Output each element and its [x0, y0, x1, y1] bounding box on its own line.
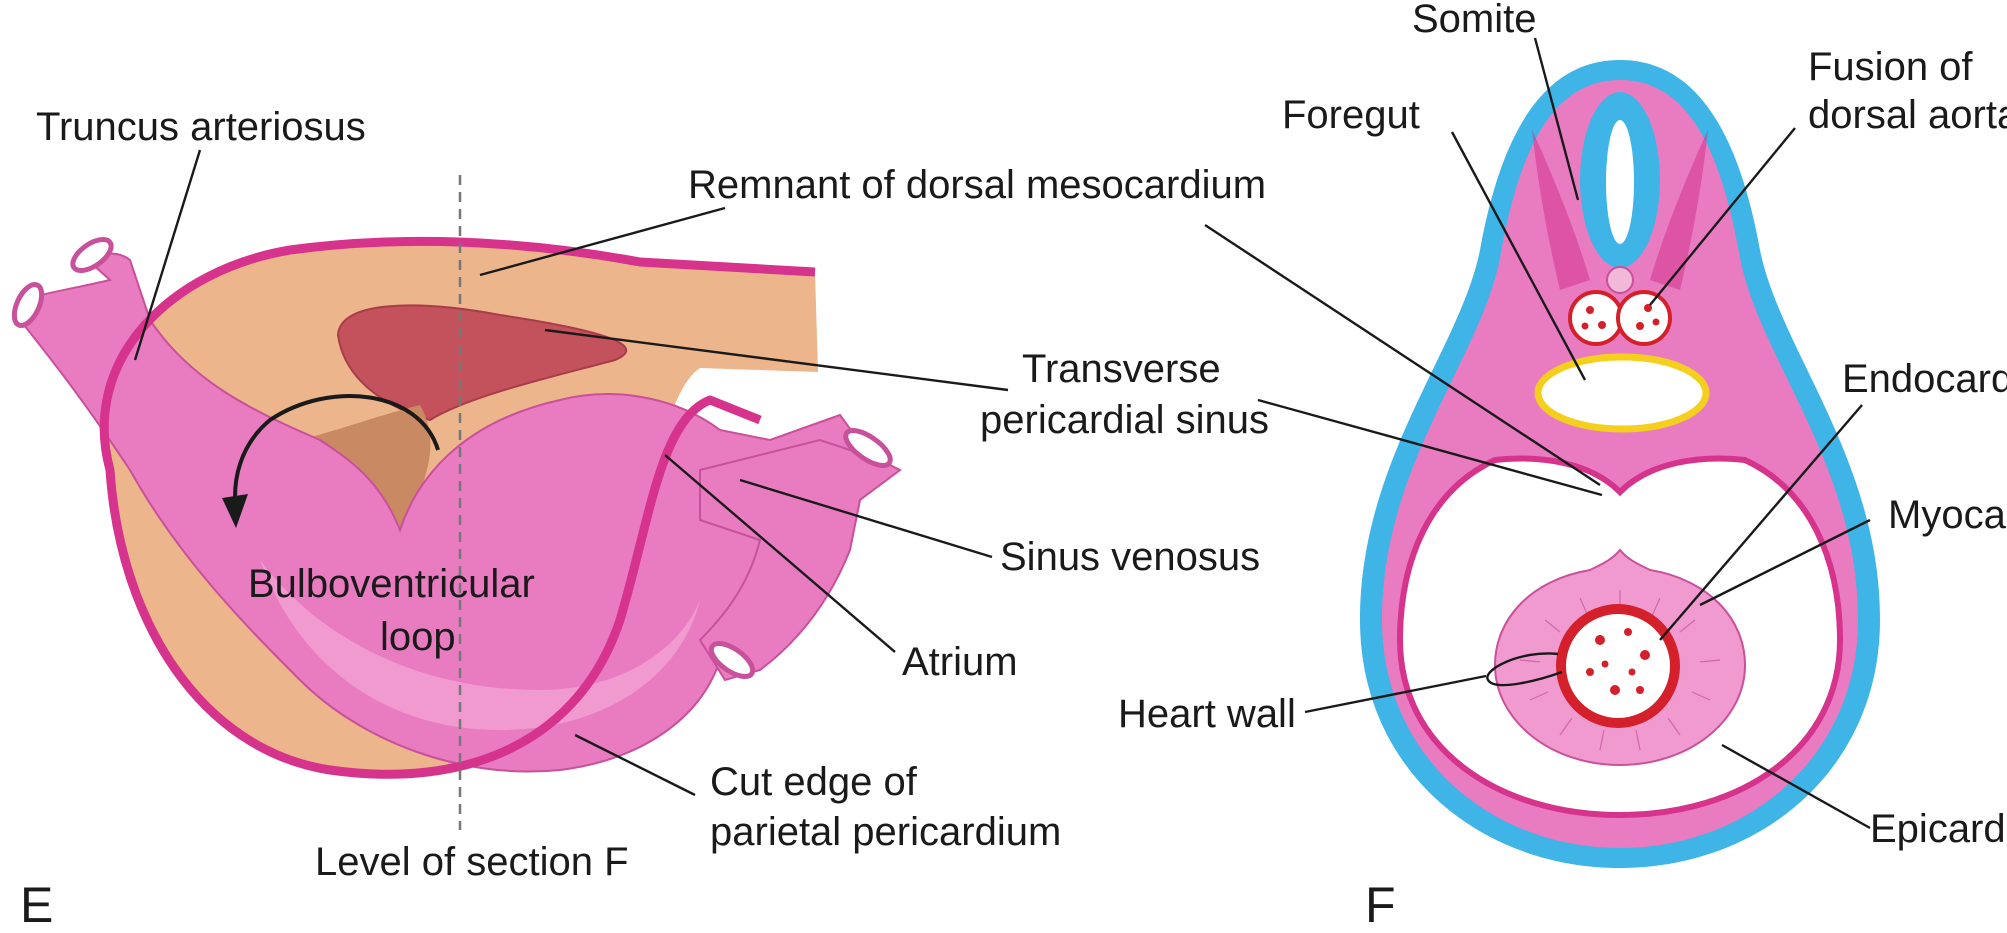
- label-endocardium: Endocardium: [1842, 357, 2007, 401]
- panel-letter-e: E: [20, 877, 53, 933]
- leader-endocardium: [1659, 404, 1863, 641]
- somite-shading-right: [1650, 130, 1708, 290]
- notochord: [1606, 266, 1634, 294]
- leader-sinus-venosus: [739, 478, 993, 559]
- label-heart-wall: Heart wall: [1118, 692, 1296, 736]
- leader-atrium: [664, 454, 896, 653]
- sinus-venosus-opening-upper: [843, 428, 893, 468]
- myocardium-striations: [1519, 590, 1721, 751]
- label-level-of-section: Level of section F: [315, 840, 629, 884]
- label-bulboventricular-line1: Bulboventricular: [248, 562, 535, 606]
- heart-lumen: [1566, 614, 1670, 718]
- label-cut-edge-line1: Cut edge of: [710, 760, 918, 804]
- leader-cut-edge: [574, 733, 696, 797]
- rotation-arrow-head: [222, 494, 248, 528]
- label-epicardium: Epicardium: [1870, 807, 2007, 851]
- label-transverse-line2: pericardial sinus: [980, 398, 1269, 442]
- label-transverse-line1: Transverse: [1022, 347, 1221, 391]
- foregut: [1534, 353, 1710, 433]
- label-fusion-line2: dorsal aorta: [1808, 93, 2007, 137]
- parietal-pericardium-edge: [99, 236, 816, 779]
- label-atrium: Atrium: [902, 640, 1018, 684]
- sinus-venosus: [698, 438, 902, 682]
- leader-remnant: [479, 206, 726, 277]
- label-foregut: Foregut: [1282, 93, 1420, 137]
- heart-wall-pointer: [1486, 652, 1563, 687]
- label-sinus-venosus: Sinus venosus: [1000, 535, 1260, 579]
- panel-letter-f: F: [1365, 877, 1396, 933]
- somite-shading-left: [1532, 130, 1590, 290]
- heart-tube: [19, 252, 882, 773]
- dorsal-aortae: [1568, 290, 1672, 346]
- leader-fusion: [1649, 127, 1796, 306]
- panel-e: Truncus arteriosus Remnant of dorsal mes…: [11, 105, 1269, 933]
- label-truncus-arteriosus: Truncus arteriosus: [36, 105, 366, 149]
- label-myocardium: Myocardium: [1888, 493, 2007, 537]
- leader-truncus: [133, 149, 202, 361]
- leader-heart-wall: [1304, 674, 1487, 714]
- leader-transverse-f: [1257, 398, 1603, 497]
- label-fusion-line1: Fusion of: [1808, 45, 1973, 89]
- leader-myocardium: [1699, 518, 1871, 607]
- panel-f: Somite Foregut Fusion of dorsal aorta En…: [1118, 0, 2007, 933]
- leader-somite: [1533, 37, 1580, 201]
- leader-transverse: [544, 328, 1009, 392]
- leader-epicardium: [1721, 743, 1871, 830]
- label-bulboventricular-line2: loop: [380, 615, 456, 659]
- label-cut-edge-line2: parietal pericardium: [710, 810, 1061, 854]
- sinus-venosus-opening-lower: [708, 641, 756, 679]
- leader-foregut: [1450, 131, 1587, 381]
- neural-canal: [1606, 120, 1634, 244]
- label-somite: Somite: [1412, 0, 1537, 41]
- rotation-arrow: [233, 394, 440, 513]
- transverse-sinus: [300, 405, 431, 530]
- blood-cells: [1586, 628, 1650, 695]
- truncus-openings: [11, 236, 114, 328]
- leader-remnant-f: [1204, 223, 1601, 487]
- label-remnant-dorsal-mesocardium: Remnant of dorsal mesocardium: [688, 163, 1266, 207]
